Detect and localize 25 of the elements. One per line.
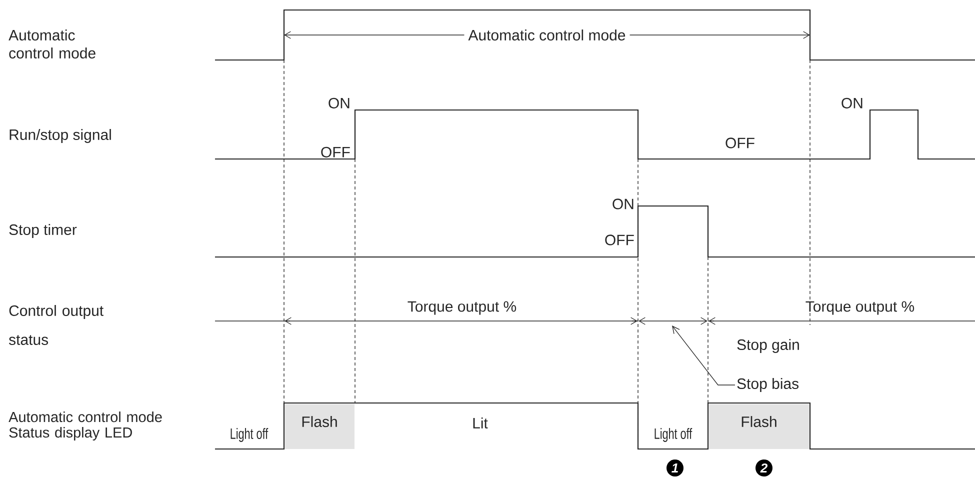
state-label: ON (328, 98, 350, 108)
callout-number: 1 (666, 460, 684, 476)
state-label: Light off (654, 428, 692, 442)
dimension-line (638, 317, 708, 325)
flash-box: Flash (708, 404, 810, 449)
state-label: Lit (473, 418, 488, 428)
flash-box: Flash (284, 404, 354, 449)
row-label: Run/stop signal (10, 129, 111, 143)
dimension-label: Automatic control mode (464, 28, 630, 42)
state-label: OFF (605, 234, 634, 246)
row-label: Automatic control mode (8, 30, 96, 58)
state-label: Stop gain (737, 339, 799, 353)
leader-line (672, 326, 736, 386)
dimension-label: Torque output % (408, 301, 516, 315)
leader-label: Stop bias (737, 378, 799, 392)
callout-number: 2 (756, 460, 772, 476)
state-label: Light off (230, 428, 268, 442)
row-label: Stop timer (9, 224, 77, 238)
row-label: Control output status (8, 304, 104, 345)
state-label: ON (612, 198, 634, 210)
state-label: ON (842, 98, 862, 108)
state-label: OFF (726, 138, 754, 148)
row-label: Automatic control mode Status display LED (8, 411, 162, 440)
state-label: OFF (321, 146, 350, 158)
dimension-label: Torque output % (806, 301, 914, 315)
